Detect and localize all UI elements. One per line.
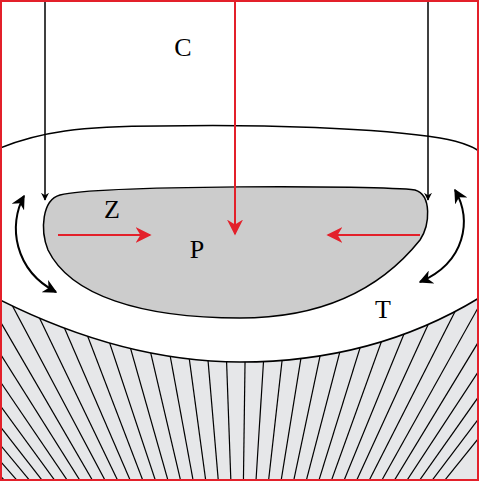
- hatch-stroke: [70, 290, 147, 481]
- hatch-stroke: [328, 290, 400, 481]
- hatch-stroke: [0, 290, 98, 481]
- region-label: P: [190, 237, 204, 263]
- region-shape: [44, 187, 428, 318]
- hatch-stroke: [413, 290, 479, 481]
- part-label: Z: [104, 197, 120, 223]
- part-label: T: [375, 297, 391, 323]
- hatch-stroke: [202, 290, 219, 481]
- hatch-stroke: [268, 290, 291, 481]
- hatch-stroke: [280, 290, 312, 481]
- outer-band: [0, 126, 479, 363]
- hatch-stroke: [425, 290, 479, 481]
- hatch-stroke: [0, 290, 86, 481]
- region-outline: [40, 184, 434, 322]
- band-top-outline: [0, 126, 479, 153]
- part-label: C: [174, 35, 191, 61]
- hatch-stroke: [158, 290, 195, 481]
- hatch-stroke: [114, 290, 171, 481]
- hatch-stroke: [376, 290, 479, 481]
- tissue-region: P: [40, 184, 434, 322]
- hatch-stroke: [92, 290, 159, 481]
- hatch-stroke: [389, 290, 479, 481]
- hatched-region: [0, 298, 479, 481]
- load-arrow: [427, 0, 429, 200]
- hatch-stroke: [0, 290, 50, 481]
- hatch-stroke: [0, 290, 26, 481]
- hatch-stroke: [180, 290, 207, 481]
- hatch-stroke: [364, 290, 466, 481]
- hatch-stroke: [340, 290, 422, 481]
- hatch-stroke: [255, 290, 268, 481]
- load-arrow: [44, 0, 46, 200]
- hatch-stroke: [48, 290, 134, 481]
- hatch-stroke: [352, 290, 444, 481]
- hatch-stroke: [4, 290, 110, 481]
- hatch-stroke: [437, 290, 479, 481]
- hatch-stroke: [316, 290, 378, 481]
- hatch-stroke: [26, 290, 122, 481]
- hatch-stroke: [0, 290, 62, 481]
